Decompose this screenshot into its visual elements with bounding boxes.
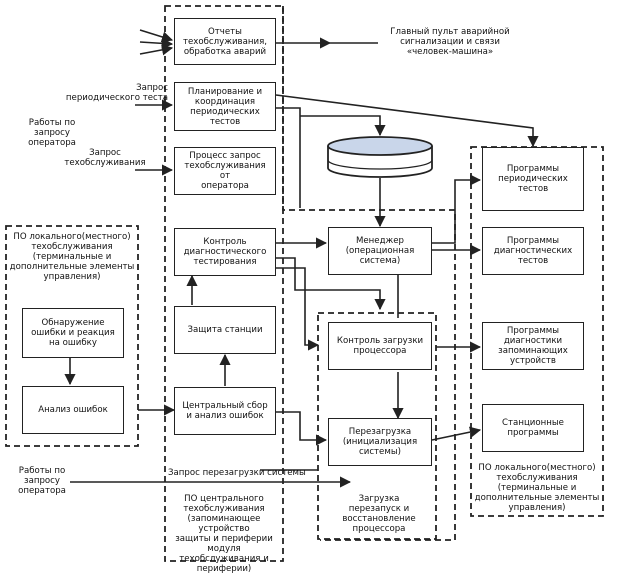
label-operator-work-1: Работы по запросу оператора [28, 118, 76, 148]
box-central-collect: Центральный сбор и анализ ошибок [174, 387, 276, 435]
box-maint-process: Процесс запрос техобслуживания от операт… [174, 147, 276, 195]
label-operator-work-2: Работы по запросу оператора [18, 466, 66, 496]
box-load-control: Контроль загрузки процессора [328, 322, 432, 370]
box-planning: Планирование и координация периодических… [174, 82, 276, 131]
box-memory-diag: Программы диагностики запоминающих устро… [482, 322, 584, 370]
box-reports: Отчеты техобслуживания, обработка аварий [174, 18, 276, 65]
line-planning-db [276, 107, 301, 208]
box-error-detect: Обнаружение ошибки и реакция на ошибку [22, 308, 124, 358]
line-reboot-station [431, 426, 482, 441]
database-icon [327, 136, 433, 178]
box-diag-control: Контроль диагностического тестирования [174, 228, 276, 276]
label-central-po: ПО центрального техобслуживания (запомин… [175, 494, 273, 574]
box-reboot: Перезагрузка (инициализация системы) [328, 418, 432, 466]
box-station-protect: Защита станции [174, 306, 276, 354]
label-reboot-request: Запрос перезагрузки системы [168, 468, 306, 478]
line-central-reboot [276, 411, 328, 446]
label-periodic-request: Запрос периодического теста [65, 83, 168, 103]
group-local-left [5, 225, 139, 447]
line-planning-periodic [275, 94, 539, 148]
input-arrow-1 [139, 29, 174, 43]
line-manager-periodic [432, 174, 482, 244]
label-main-console: Главный пульт аварийной сигнализации и с… [390, 27, 510, 57]
line-diag-load-2 [276, 267, 320, 351]
label-local-po-left: ПО локального(местного) техобслуживания … [9, 232, 135, 282]
label-local-po-right: ПО локального(местного) техобслуживания … [474, 463, 600, 513]
box-manager: Менеджер (операционная система) [328, 227, 432, 275]
group-central-po [164, 5, 284, 562]
line-planning-db-arrow [300, 115, 386, 137]
box-station-programs: Станционные программы [482, 404, 584, 452]
label-load-restart: Загрузка перезапуск и восстановление про… [342, 494, 416, 534]
input-arrow-3 [139, 44, 174, 56]
box-error-analysis: Анализ ошибок [22, 386, 124, 434]
input-arrow-2 [139, 37, 174, 49]
box-diag-tests: Программы диагностических тестов [482, 227, 584, 275]
label-maint-request: Запрос техобслуживания [64, 148, 146, 168]
group-loading [317, 312, 437, 540]
box-periodic-tests: Программы периодических тестов [482, 147, 584, 211]
line-diag-load [276, 257, 386, 311]
